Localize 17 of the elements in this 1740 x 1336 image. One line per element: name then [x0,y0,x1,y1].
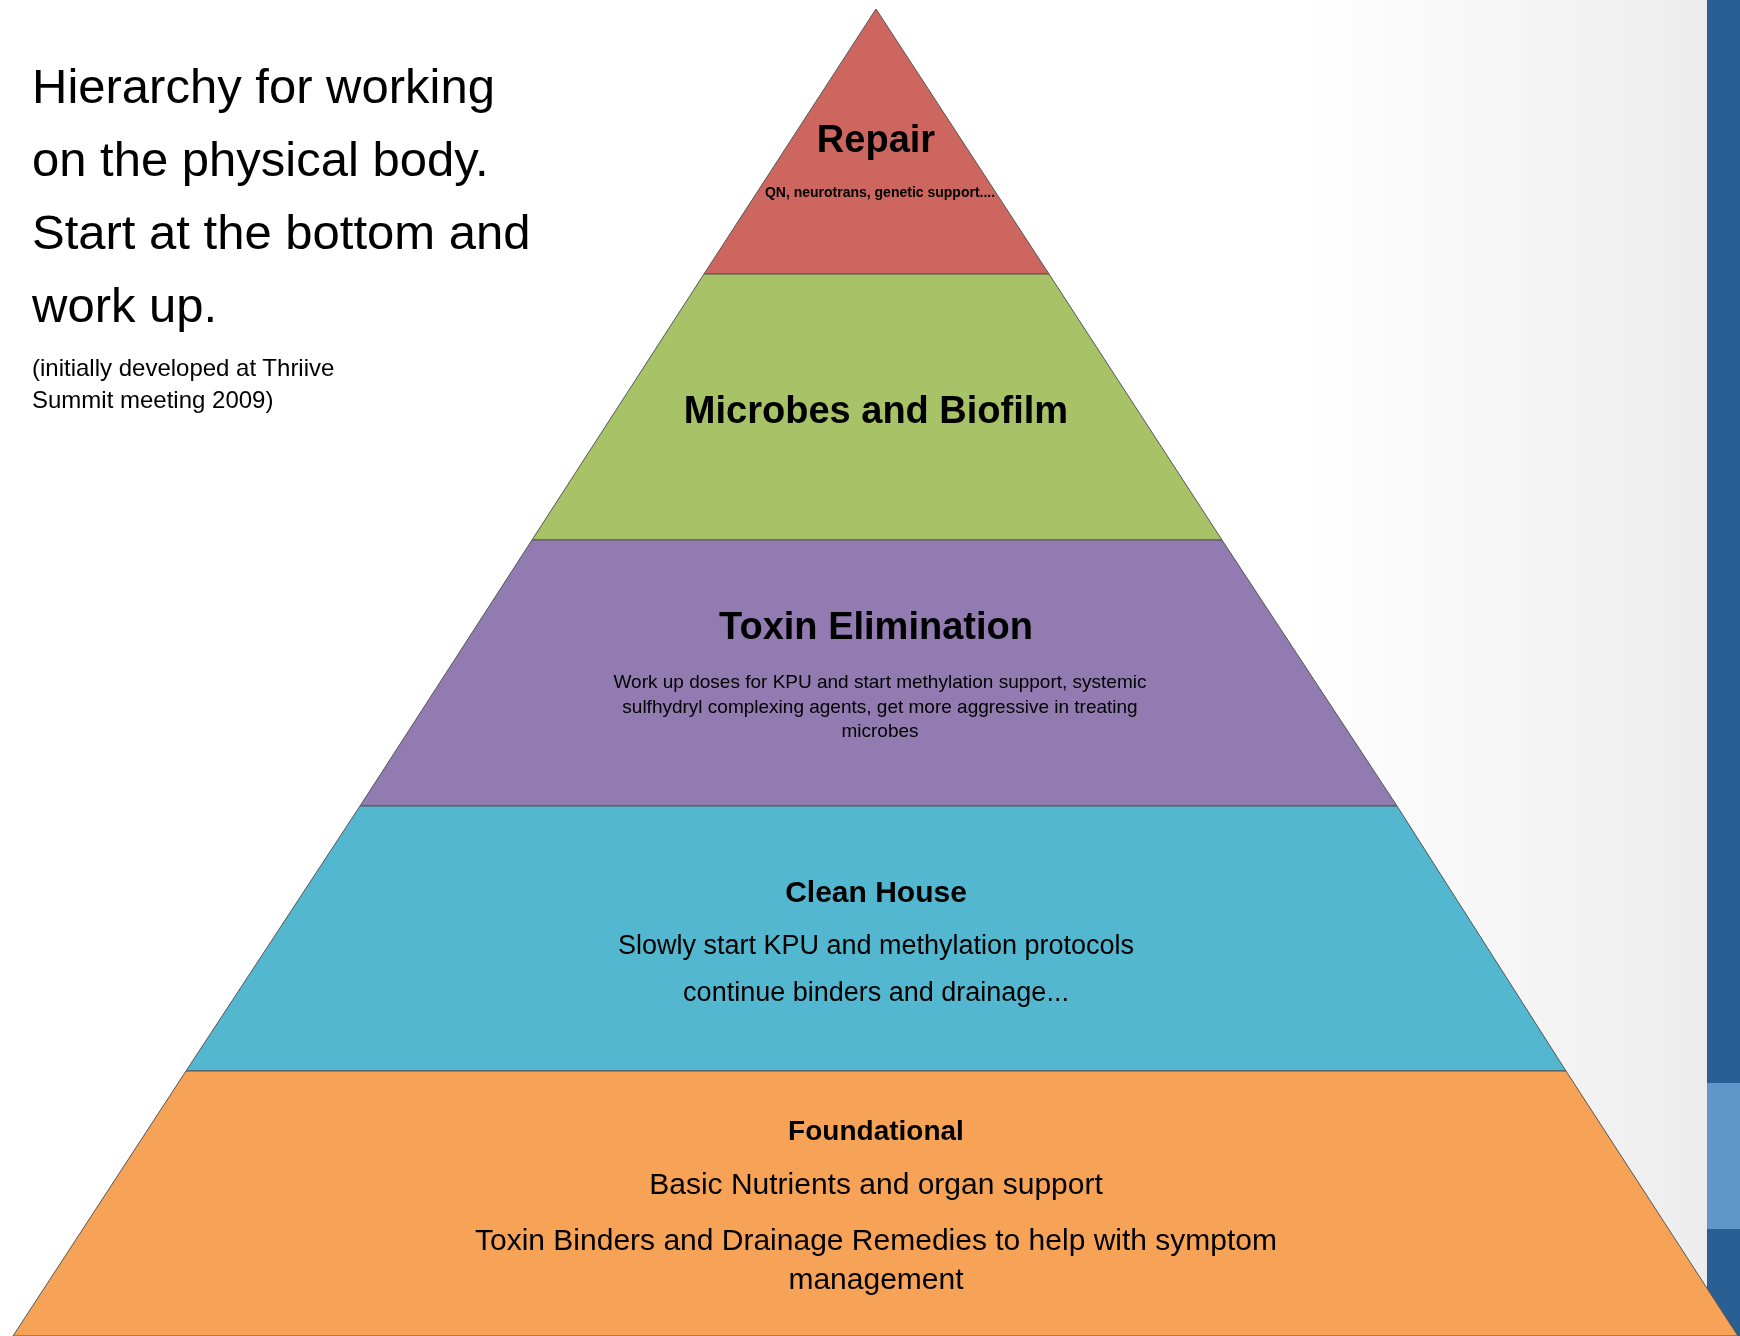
tier-heading: Toxin Elimination [718,604,1034,649]
pyramid-tier [13,1071,1738,1336]
tier-description: Toxin Binders and Drainage Remedies to help with symptom management [473,1222,1279,1297]
tier-description: continue binders and drainage... [682,976,1070,1009]
tier-description: Slowly start KPU and methylation protocols [616,929,1136,962]
tier-heading: Repair [815,117,937,162]
tier-heading: Foundational [787,1114,965,1148]
title: Hierarchy for working on the physical body. Start at the bottom and work up. [32,58,532,334]
pyramid-tier [360,540,1397,806]
pyramid-tier [532,274,1222,540]
pyramid-tier [186,806,1566,1071]
tier-description: Work up doses for KPU and start methylation support, systemic sulfhydryl complexing agents, get more aggressive in treating microbes [612,670,1148,744]
note: (initially developed at Thriive Summit meeting 2009) [32,353,336,415]
tier-description: Basic Nutrients and organ support [648,1166,1104,1202]
tier-heading: Microbes and Biofilm [682,388,1070,433]
tier-heading: Clean House [784,874,968,910]
tier-description: QN, neurotrans, genetic support.... [763,183,997,202]
